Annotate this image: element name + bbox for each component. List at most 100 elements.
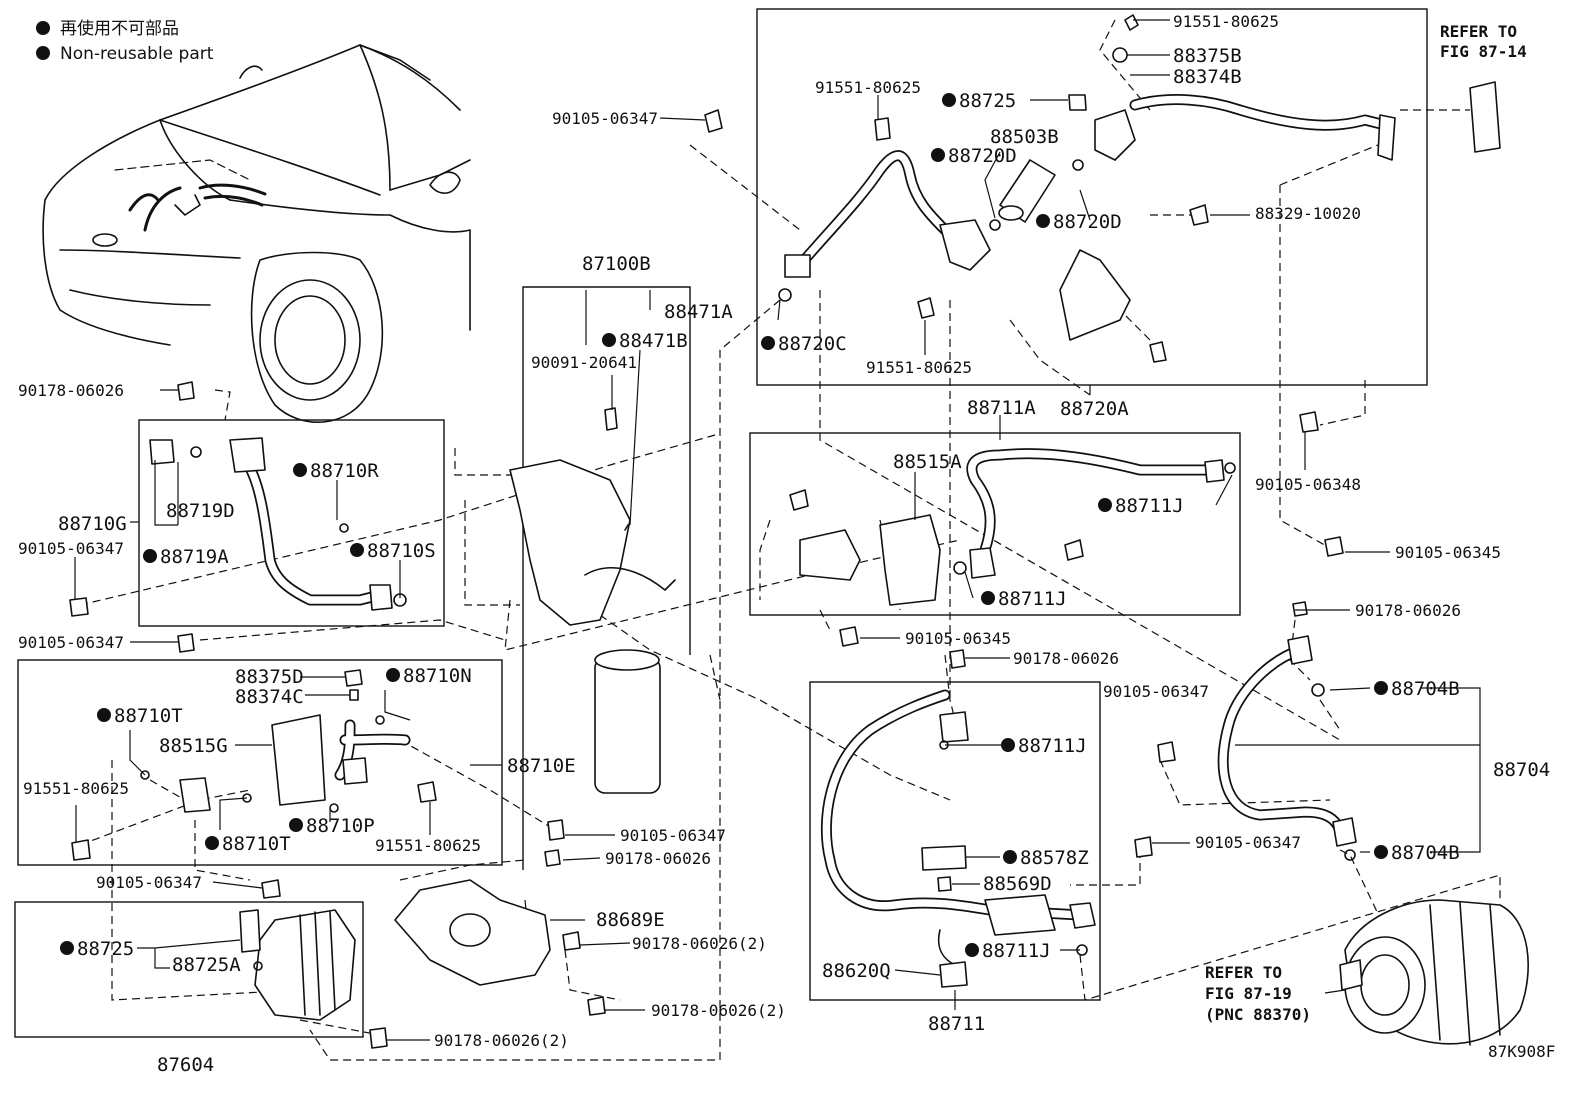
legend-jp: 再使用不可部品 — [60, 18, 179, 39]
bracket-shape — [939, 219, 991, 271]
non-reusable-dot-icon — [293, 463, 307, 477]
hose-fitting-shape — [784, 254, 811, 278]
label-88710T: 88710T — [222, 833, 291, 855]
label-90105-06347: 90105-06347 — [552, 109, 658, 128]
fitting-shape — [369, 584, 393, 611]
bolt-shape — [1064, 539, 1084, 561]
o-ring-shape — [1072, 159, 1084, 171]
hose-88711 — [820, 649, 1096, 988]
label-88725: 88725 — [77, 938, 134, 960]
label-88711J: 88711J — [982, 940, 1051, 962]
bolt-shape — [1299, 411, 1319, 433]
bolt-shape — [917, 297, 935, 319]
bolt-shape — [1189, 204, 1209, 226]
nut-shape — [369, 1027, 388, 1049]
non-reusable-dot-icon — [143, 549, 157, 563]
bolt-shape — [71, 839, 91, 861]
bolt-shape — [1124, 14, 1139, 31]
sensor-88515A-shape — [879, 514, 941, 606]
label-91551-80625: 91551-80625 — [866, 358, 972, 377]
o-ring-shape — [190, 446, 202, 458]
label-88720D: 88720D — [1053, 211, 1122, 233]
legend-dot-icon — [36, 21, 50, 35]
o-ring-shape — [1344, 849, 1356, 861]
box-88710G — [138, 419, 445, 627]
non-reusable-dot-icon — [1374, 845, 1388, 859]
label-88725A: 88725A — [172, 954, 241, 976]
tube-88710G — [69, 381, 407, 653]
label-88503B: 88503B — [990, 126, 1059, 148]
refer-top-line1: REFER TO — [1440, 22, 1517, 41]
non-reusable-dot-icon — [1098, 498, 1112, 512]
dashed-connections — [79, 19, 1501, 1061]
bolt-shape — [1149, 341, 1167, 363]
refer-bottom-line2: FIG 87-19 — [1205, 984, 1292, 1003]
label-90178-06026: 90178-06026 — [605, 849, 711, 868]
receiver-dryer-88471A-shape — [594, 657, 661, 794]
nut-shape — [949, 649, 966, 669]
heat-exchanger-87604-shape — [254, 909, 356, 1021]
part-labels: 91551-80625 88375B 88374B 91551-80625 88… — [18, 12, 1550, 1076]
box-87100B — [522, 286, 691, 870]
core-88374C-shape — [349, 689, 359, 701]
fitting-shape — [939, 711, 969, 743]
fitting-shape — [1287, 635, 1313, 665]
non-reusable-dot-icon — [931, 148, 945, 162]
label-90105-06347: 90105-06347 — [18, 633, 124, 652]
label-88711J: 88711J — [1115, 495, 1184, 517]
non-reusable-dot-icon — [97, 708, 111, 722]
mount-bracket-shape — [1059, 249, 1131, 341]
label-91551-80625: 91551-80625 — [23, 779, 129, 798]
bolt-shape — [261, 879, 281, 899]
label-88569D: 88569D — [983, 873, 1052, 895]
non-reusable-dot-icon — [761, 336, 775, 350]
receiver-87100B — [509, 407, 676, 794]
label-87604: 87604 — [157, 1054, 214, 1076]
hose-88711A — [789, 411, 1344, 647]
bolt-shape — [839, 626, 859, 647]
leader-lines — [74, 19, 1481, 1041]
label-90105-06348: 90105-06348 — [1255, 475, 1361, 494]
bolt-shape — [547, 819, 565, 841]
end-fitting-shape — [1377, 114, 1396, 161]
label-91551-80625: 91551-80625 — [815, 78, 921, 97]
non-reusable-dot-icon — [1001, 738, 1015, 752]
label-88710R: 88710R — [310, 460, 379, 482]
non-reusable-dot-icon — [942, 93, 956, 107]
nut-shape — [177, 381, 195, 401]
nut-shape — [1292, 601, 1308, 617]
fitting-shape — [229, 437, 266, 473]
legend-dot-icon — [36, 46, 50, 60]
label-88704B: 88704B — [1391, 842, 1460, 864]
label-90091-20641: 90091-20641 — [531, 353, 637, 372]
fitting-shape — [1332, 817, 1357, 847]
non-reusable-dot-icon — [60, 941, 74, 955]
refer-bottom-line3: (PNC 88370) — [1205, 1005, 1311, 1024]
o-ring-shape — [375, 715, 385, 725]
non-reusable-dot-icon — [981, 591, 995, 605]
sensor-88515G-shape — [271, 714, 326, 806]
label-88375B: 88375B — [1173, 45, 1242, 67]
label-90105-06347: 90105-06347 — [1195, 833, 1301, 852]
label-88725: 88725 — [959, 90, 1016, 112]
non-reusable-dot-icon — [1003, 850, 1017, 864]
sensor-88725-shape — [239, 909, 261, 953]
label-88374B: 88374B — [1173, 66, 1242, 88]
label-88704B: 88704B — [1391, 678, 1460, 700]
bracket-88689E-shape — [394, 879, 551, 986]
label-88710E: 88710E — [507, 755, 576, 777]
valve-fig-87-14-shape — [1469, 81, 1501, 153]
muffler-shape — [984, 894, 1056, 936]
bracket-shape — [179, 777, 211, 813]
label-90105-06347: 90105-06347 — [18, 539, 124, 558]
label-88719A: 88719A — [160, 546, 229, 568]
non-reusable-dot-icon — [350, 543, 364, 557]
clip-88569D-shape — [937, 876, 952, 892]
vehicle-illustration — [42, 44, 471, 423]
non-reusable-dot-icon — [386, 668, 400, 682]
cap-88375B-shape — [1112, 47, 1128, 63]
figure-code: 87K908F — [1488, 1042, 1555, 1061]
compressor-fig-87-19 — [1339, 899, 1529, 1046]
bracket-88689E — [394, 819, 606, 1016]
